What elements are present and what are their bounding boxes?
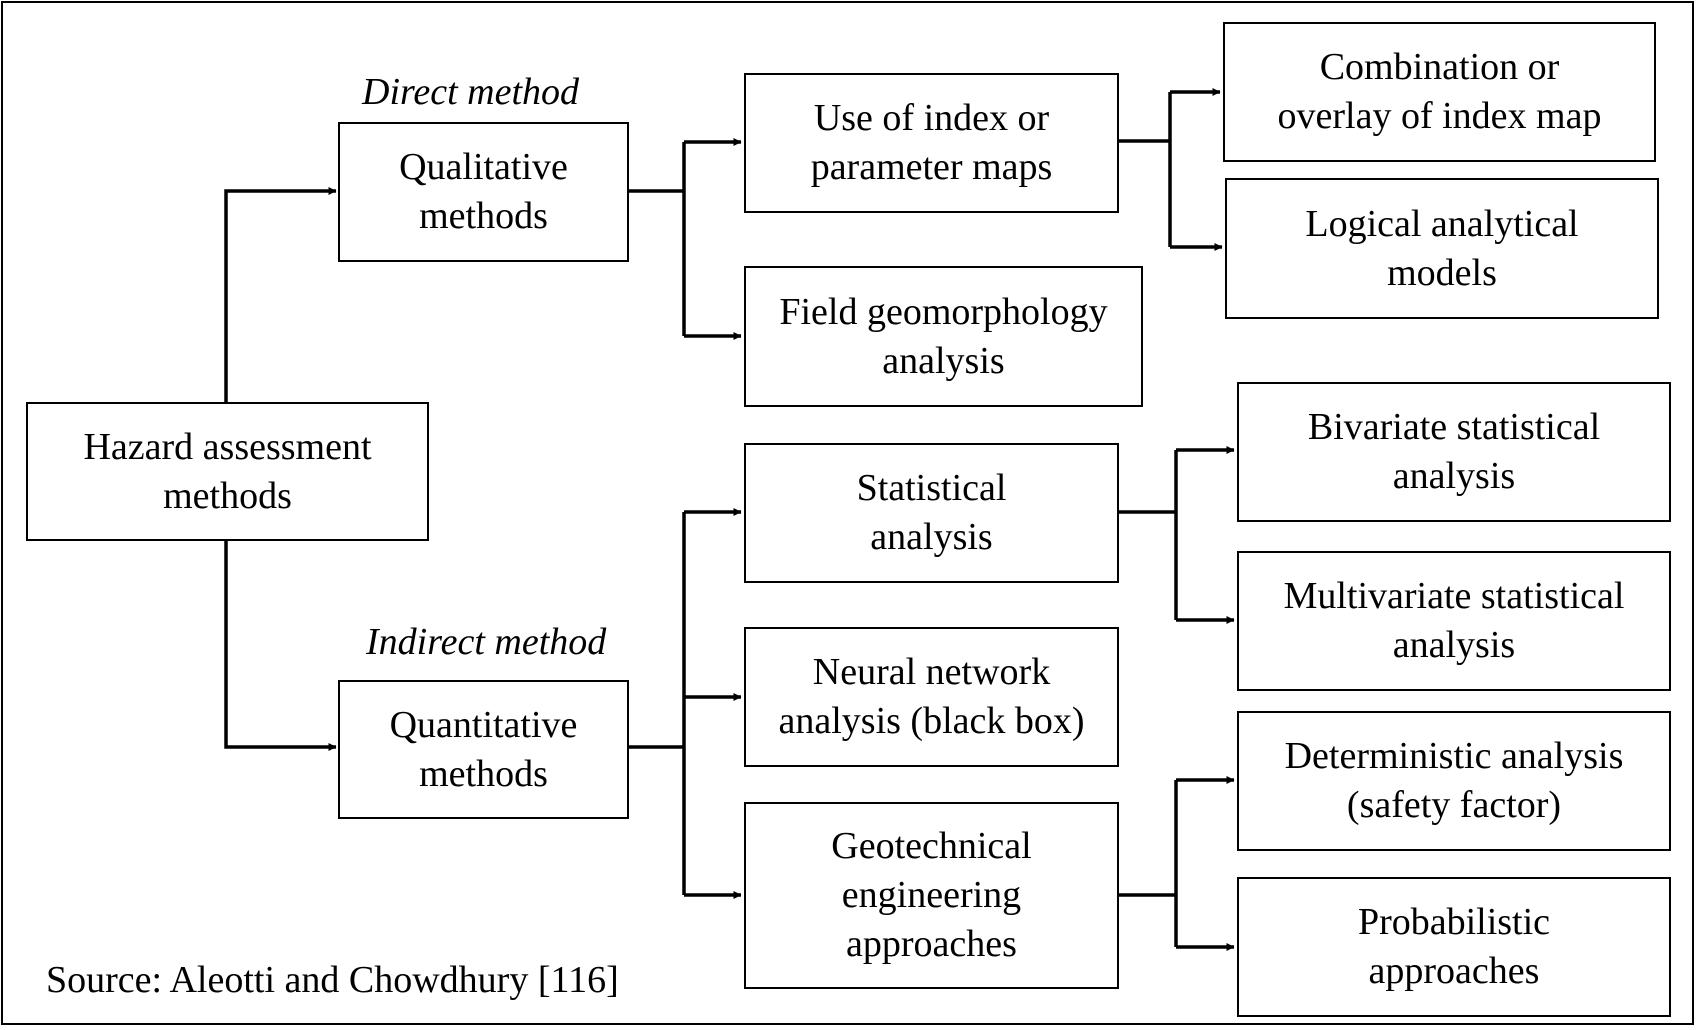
- node-combination-overlay: Combination or overlay of index map: [1223, 22, 1656, 162]
- node-logical-analytical-models: Logical analytical models: [1225, 178, 1659, 319]
- node-quantitative-methods: Quantitative methods: [338, 680, 629, 819]
- node-field-geomorphology: Field geomorphology analysis: [744, 266, 1143, 407]
- connector-qualitative-stem: [628, 142, 686, 336]
- node-deterministic-analysis: Deterministic analysis (safety factor): [1237, 711, 1671, 851]
- node-probabilistic-approaches: Probabilistic approaches: [1237, 877, 1671, 1017]
- node-bivariate-statistical: Bivariate statistical analysis: [1237, 382, 1671, 522]
- connector-index-maps-stem: [1116, 92, 1172, 247]
- label-direct-method: Direct method: [362, 71, 580, 113]
- node-geotechnical-engineering: Geotechnical engineering approaches: [744, 802, 1119, 989]
- node-neural-network-analysis: Neural network analysis (black box): [744, 627, 1119, 767]
- node-multivariate-statistical: Multivariate statistical analysis: [1237, 551, 1671, 691]
- node-statistical-analysis: Statistical analysis: [744, 443, 1119, 583]
- node-index-parameter-maps: Use of index or parameter maps: [744, 73, 1119, 213]
- source-citation: Source: Aleotti and Chowdhury [116]: [46, 959, 619, 1001]
- node-hazard-assessment-methods: Hazard assessment methods: [26, 402, 429, 541]
- connector-quantitative-stem: [628, 512, 686, 895]
- connector-statistical-stem: [1116, 450, 1178, 620]
- label-indirect-method: Indirect method: [366, 621, 607, 663]
- connector-geotechnical-stem: [1116, 780, 1178, 947]
- node-qualitative-methods: Qualitative methods: [338, 122, 629, 262]
- connector-root-to-qualitative: [224, 187, 337, 402]
- connector-root-to-quantitative: [224, 541, 337, 751]
